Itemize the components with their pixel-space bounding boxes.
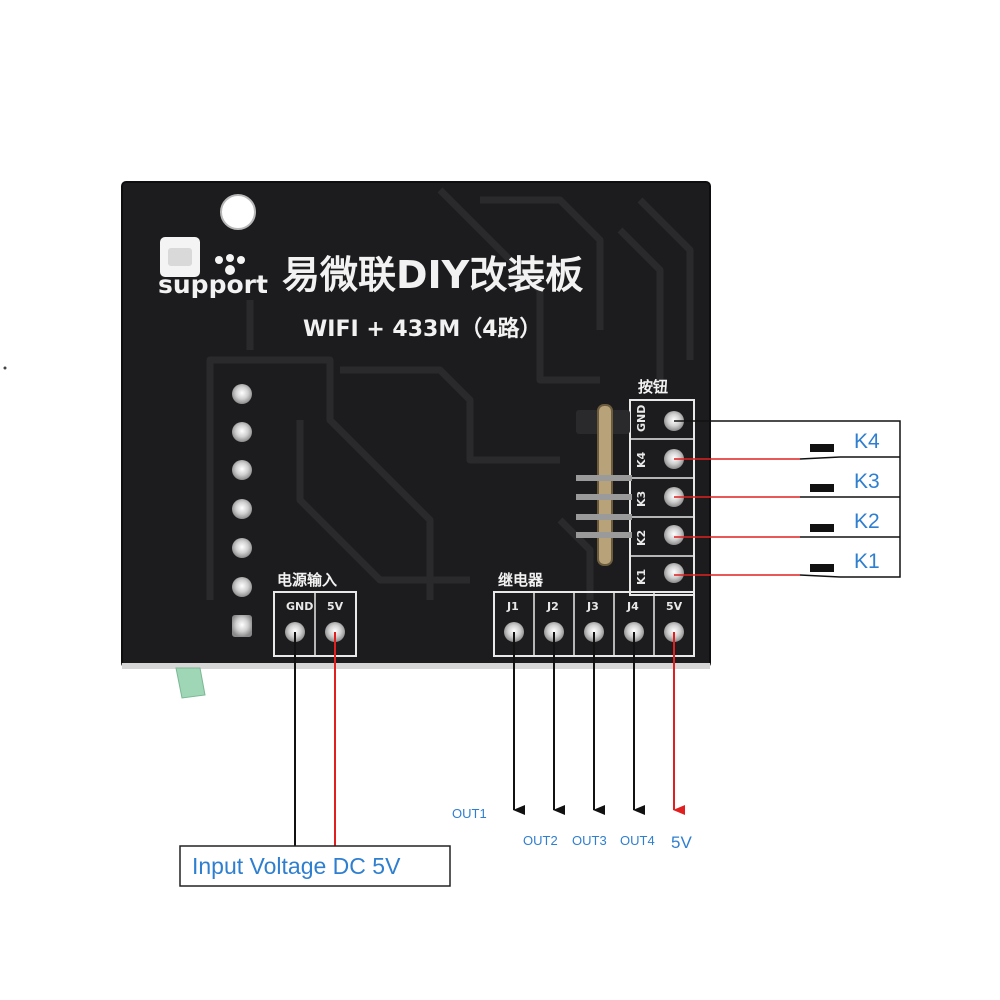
- button-pin-k2: [664, 525, 684, 545]
- power-pin-5v-label: 5V: [327, 600, 344, 613]
- button-header-label: 按钮: [638, 378, 668, 396]
- out3-label: OUT3: [572, 833, 607, 848]
- relay-pin-j3-label: J3: [586, 600, 599, 613]
- switch-k3: [800, 484, 840, 498]
- via-column: [232, 384, 252, 637]
- out4-label: OUT4: [620, 833, 655, 848]
- power-pin-gnd-label: GND: [286, 600, 313, 613]
- relay-output-wiring: OUT1 OUT2 OUT3 OUT4 5V: [452, 632, 692, 852]
- button-pin-k2-label: K2: [635, 530, 648, 546]
- switch-k2: [800, 524, 840, 538]
- support-logo: support: [158, 237, 268, 299]
- out1-label: OUT1: [452, 806, 487, 821]
- switch-k1: [799, 564, 841, 578]
- pcb-board: support 易微联DIY改装板 WIFI + 433M（4路） 电源输入 G…: [121, 181, 711, 668]
- mounting-hole: [220, 194, 256, 230]
- power-header-label: 电源输入: [277, 571, 337, 589]
- k3-label: K3: [854, 470, 880, 493]
- button-pin-k1: [664, 563, 684, 583]
- k1-label: K1: [854, 550, 880, 573]
- button-wiring: K4 K3 K2 K1: [674, 420, 901, 578]
- out2-label: OUT2: [523, 833, 558, 848]
- relay-header-label: 继电器: [498, 571, 544, 589]
- relay-pin-j2-label: J2: [546, 600, 559, 613]
- button-pin-k3-label: K3: [635, 491, 648, 507]
- switch-k4: [799, 444, 841, 460]
- stray-dot: [3, 366, 7, 370]
- board-subtitle: WIFI + 433M（4路）: [303, 316, 542, 342]
- relay-pin-j4-label: J4: [626, 600, 639, 613]
- jumper-wire: [576, 404, 632, 566]
- out-5v-label: 5V: [671, 833, 692, 852]
- button-pin-k1-label: K1: [635, 569, 648, 585]
- k2-label: K2: [854, 510, 880, 533]
- component-lead: [175, 667, 206, 699]
- k4-label: K4: [854, 430, 880, 453]
- pcb-edge: [122, 663, 710, 669]
- brand-text: support: [158, 270, 268, 299]
- relay-pin-5v-label: 5V: [666, 600, 683, 613]
- input-voltage-box: [179, 845, 451, 887]
- relay-pin-j1-label: J1: [506, 600, 519, 613]
- button-pin-k4-label: K4: [635, 451, 648, 468]
- pcb-traces: [206, 187, 694, 600]
- button-pin-gnd-label: GND: [635, 405, 648, 432]
- input-voltage-label: Input Voltage DC 5V: [192, 853, 401, 879]
- power-input-wiring: Input Voltage DC 5V: [179, 632, 451, 887]
- board-title: 易微联DIY改装板: [282, 253, 583, 297]
